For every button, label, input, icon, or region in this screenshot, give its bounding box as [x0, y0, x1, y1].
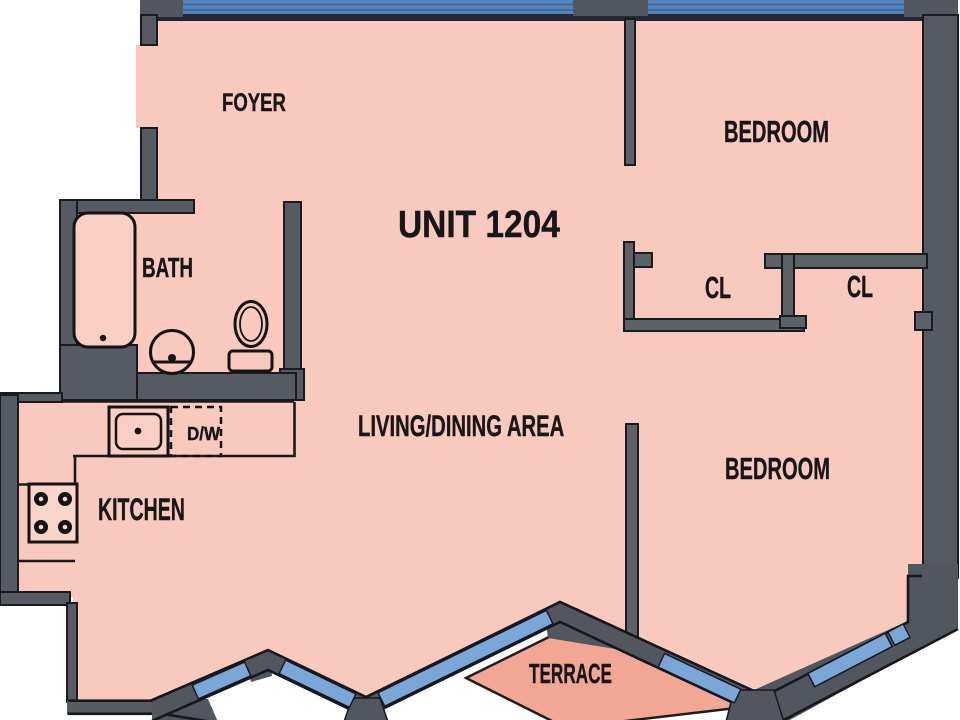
svg-text:LIVING/DINING AREA: LIVING/DINING AREA [358, 410, 564, 443]
svg-text:FOYER: FOYER [222, 88, 286, 117]
svg-text:BATH: BATH [142, 254, 193, 284]
svg-text:TERRACE: TERRACE [529, 658, 612, 689]
svg-text:BEDROOM: BEDROOM [725, 453, 830, 486]
svg-text:KITCHEN: KITCHEN [98, 491, 185, 527]
svg-text:UNIT 1204: UNIT 1204 [398, 203, 560, 245]
svg-text:D/W: D/W [187, 423, 220, 444]
svg-text:CL: CL [705, 272, 731, 305]
svg-text:CL: CL [847, 271, 873, 304]
svg-text:BEDROOM: BEDROOM [724, 116, 829, 149]
